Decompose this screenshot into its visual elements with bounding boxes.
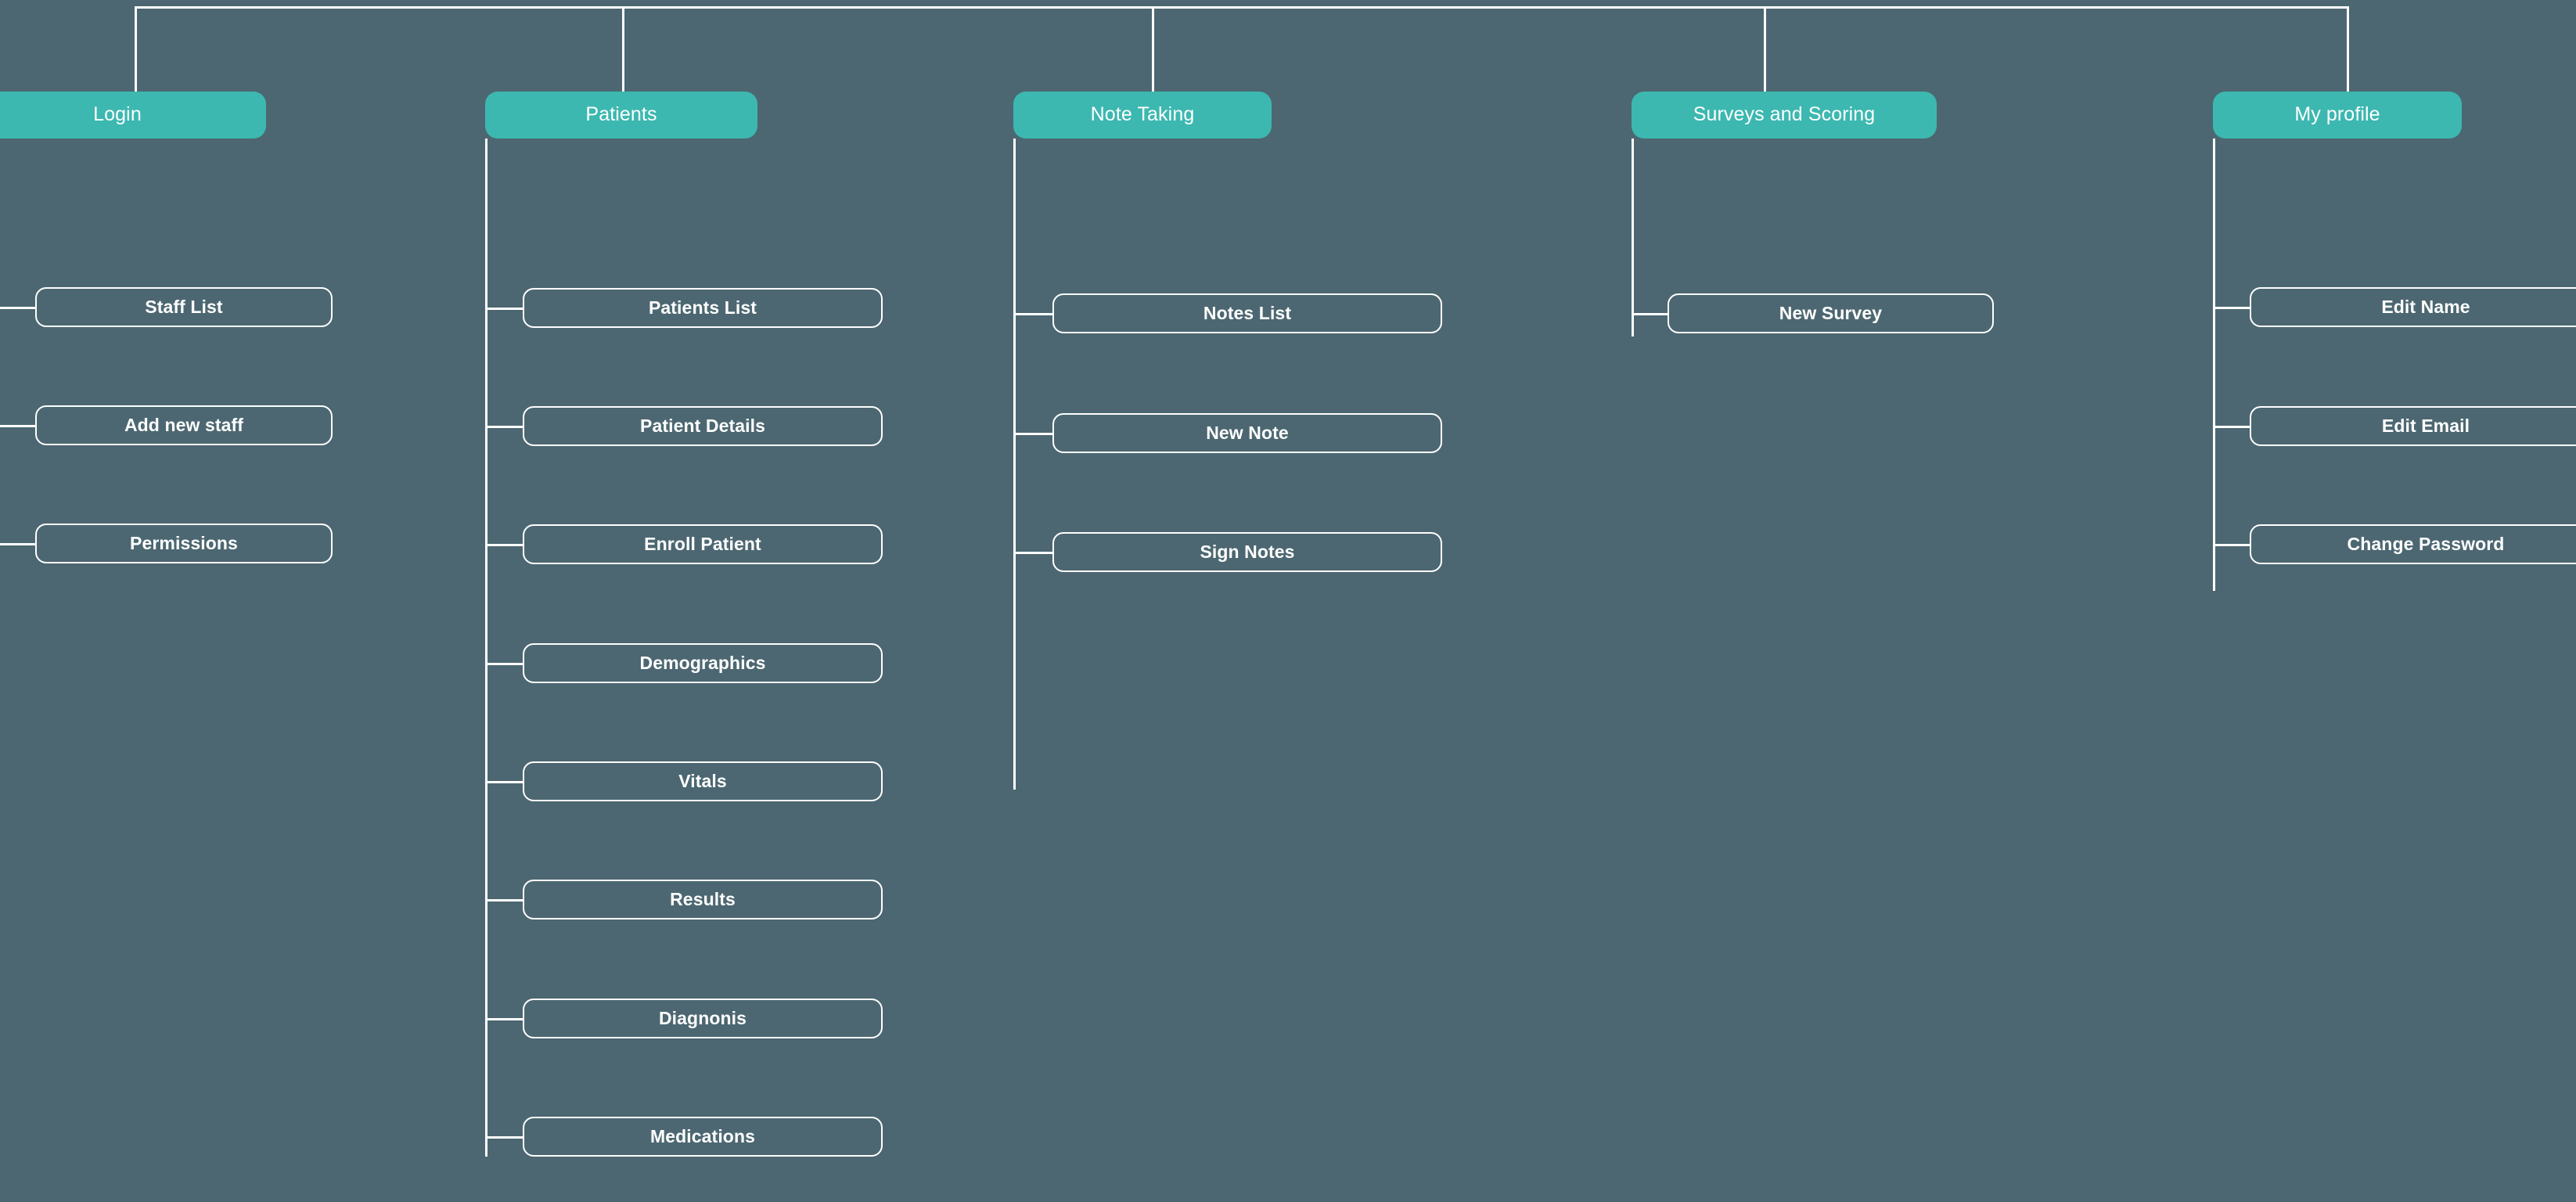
section-header-label: Patients bbox=[585, 103, 657, 126]
section-header-label: Surveys and Scoring bbox=[1693, 103, 1876, 126]
page-node-patients-2[interactable]: Enroll Patient bbox=[523, 524, 883, 564]
section-header-my-profile[interactable]: My profile bbox=[2213, 92, 2462, 139]
spine-connector-patients bbox=[485, 139, 487, 1157]
stub-connector-login-2 bbox=[0, 542, 35, 545]
page-node-my-profile-0[interactable]: Edit Name bbox=[2250, 287, 2576, 327]
drop-connector-patients bbox=[622, 6, 624, 92]
top-connector-bus bbox=[135, 6, 2347, 9]
page-node-label: Medications bbox=[649, 1125, 755, 1146]
drop-connector-login bbox=[135, 6, 137, 92]
section-header-login[interactable]: Login bbox=[0, 92, 266, 139]
stub-connector-patients-5 bbox=[485, 898, 523, 902]
page-node-surveys-and-scoring-0[interactable]: New Survey bbox=[1668, 293, 1994, 333]
page-node-note-taking-2[interactable]: Sign Notes bbox=[1052, 532, 1442, 572]
stub-connector-patients-7 bbox=[485, 1135, 523, 1139]
stub-connector-note-taking-0 bbox=[1013, 312, 1052, 315]
page-node-label: New Survey bbox=[1779, 302, 1883, 323]
stub-connector-my-profile-0 bbox=[2213, 306, 2250, 309]
stub-connector-patients-2 bbox=[485, 543, 523, 546]
stub-connector-login-1 bbox=[0, 424, 35, 427]
page-node-patients-5[interactable]: Results bbox=[523, 880, 883, 919]
page-node-label: Change Password bbox=[2347, 533, 2505, 554]
stub-connector-my-profile-1 bbox=[2213, 425, 2250, 428]
section-header-label: My profile bbox=[2294, 103, 2380, 126]
page-node-note-taking-1[interactable]: New Note bbox=[1052, 413, 1442, 453]
page-node-my-profile-1[interactable]: Edit Email bbox=[2250, 406, 2576, 446]
page-node-label: Edit Name bbox=[2381, 296, 2470, 317]
page-node-label: Diagnonis bbox=[658, 1007, 747, 1028]
section-header-label: Login bbox=[93, 103, 142, 126]
spine-connector-surveys-and-scoring bbox=[1632, 139, 1634, 336]
page-node-my-profile-2[interactable]: Change Password bbox=[2250, 524, 2576, 564]
stub-connector-note-taking-2 bbox=[1013, 551, 1052, 554]
page-node-label: Patient Details bbox=[640, 415, 765, 436]
page-node-patients-7[interactable]: Medications bbox=[523, 1117, 883, 1157]
page-node-label: Enroll Patient bbox=[644, 533, 761, 554]
page-node-patients-0[interactable]: Patients List bbox=[523, 288, 883, 328]
stub-connector-patients-3 bbox=[485, 662, 523, 665]
page-node-patients-6[interactable]: Diagnonis bbox=[523, 999, 883, 1038]
stub-connector-surveys-and-scoring-0 bbox=[1632, 312, 1668, 315]
page-node-label: Edit Email bbox=[2381, 415, 2470, 436]
spine-connector-my-profile bbox=[2213, 139, 2215, 591]
page-node-patients-1[interactable]: Patient Details bbox=[523, 406, 883, 446]
page-node-label: Permissions bbox=[130, 532, 238, 553]
page-node-login-2[interactable]: Permissions bbox=[35, 524, 333, 563]
page-node-label: New Note bbox=[1206, 422, 1289, 443]
drop-connector-note-taking bbox=[1152, 6, 1154, 92]
page-node-patients-4[interactable]: Vitals bbox=[523, 761, 883, 801]
stub-connector-patients-4 bbox=[485, 780, 523, 783]
stub-connector-my-profile-2 bbox=[2213, 543, 2250, 546]
page-node-label: Patients List bbox=[648, 297, 757, 318]
stub-connector-login-0 bbox=[0, 306, 35, 309]
stub-connector-patients-0 bbox=[485, 307, 523, 310]
section-header-surveys-and-scoring[interactable]: Surveys and Scoring bbox=[1632, 92, 1937, 139]
page-node-label: Notes List bbox=[1203, 302, 1292, 323]
page-node-login-0[interactable]: Staff List bbox=[35, 287, 333, 327]
page-node-label: Vitals bbox=[678, 770, 727, 791]
spine-connector-note-taking bbox=[1013, 139, 1016, 790]
section-header-patients[interactable]: Patients bbox=[485, 92, 757, 139]
page-node-label: Results bbox=[670, 888, 736, 909]
page-node-patients-3[interactable]: Demographics bbox=[523, 643, 883, 683]
page-node-label: Sign Notes bbox=[1200, 541, 1295, 562]
drop-connector-surveys-and-scoring bbox=[1764, 6, 1766, 92]
section-header-note-taking[interactable]: Note Taking bbox=[1013, 92, 1272, 139]
page-node-label: Add new staff bbox=[124, 414, 244, 435]
page-node-note-taking-0[interactable]: Notes List bbox=[1052, 293, 1442, 333]
page-node-label: Demographics bbox=[639, 652, 766, 673]
stub-connector-note-taking-1 bbox=[1013, 432, 1052, 435]
stub-connector-patients-1 bbox=[485, 425, 523, 428]
section-header-label: Note Taking bbox=[1090, 103, 1195, 126]
page-node-label: Staff List bbox=[145, 296, 223, 317]
stub-connector-patients-6 bbox=[485, 1017, 523, 1020]
drop-connector-my-profile bbox=[2347, 6, 2349, 92]
page-node-login-1[interactable]: Add new staff bbox=[35, 405, 333, 445]
